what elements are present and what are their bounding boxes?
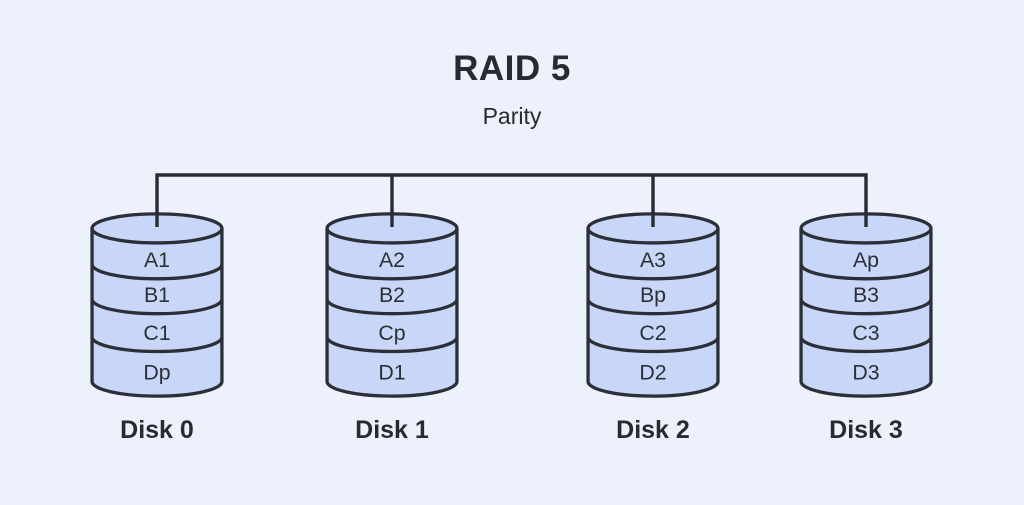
disk-cylinder-icon: A1 B1 C1 Dp [90, 212, 224, 398]
disk-cylinder-icon: A2 B2 Cp D1 [325, 212, 459, 398]
disk-label: Disk 2 [616, 416, 690, 444]
segment-label: A1 [144, 248, 170, 272]
segment-label: B3 [853, 283, 879, 307]
segment-label: Dp [143, 361, 170, 385]
disk-0-group: A1 B1 C1 Dp Disk 0 [77, 209, 237, 445]
diagram-subtitle: Parity [482, 103, 542, 129]
disk-2-group: A3 Bp C2 D2 Disk 2 [573, 209, 733, 445]
diagram-title: RAID 5 [453, 49, 571, 88]
segment-label: Bp [640, 283, 666, 307]
segment-label: B2 [379, 283, 405, 307]
segment-label: Cp [378, 321, 405, 345]
disk-3-group: Ap B3 C3 D3 Disk 3 [786, 209, 946, 445]
segment-label: Ap [853, 248, 879, 272]
segment-label: A2 [379, 248, 405, 272]
segment-label: A3 [640, 248, 666, 272]
disk-cylinder-icon: Ap B3 C3 D3 [799, 212, 933, 398]
segment-label: C2 [639, 321, 666, 345]
disk-cylinder-icon: A3 Bp C2 D2 [586, 212, 720, 398]
segment-label: C3 [852, 321, 879, 345]
disk-label: Disk 3 [829, 416, 903, 444]
segment-label: D3 [852, 361, 879, 385]
segment-label: C1 [143, 321, 170, 345]
disk-1-group: A2 B2 Cp D1 Disk 1 [312, 209, 472, 445]
segment-label: D2 [639, 361, 666, 385]
segment-label: D1 [378, 361, 405, 385]
disk-label: Disk 1 [355, 416, 429, 444]
segment-label: B1 [144, 283, 170, 307]
disk-label: Disk 0 [120, 416, 194, 444]
